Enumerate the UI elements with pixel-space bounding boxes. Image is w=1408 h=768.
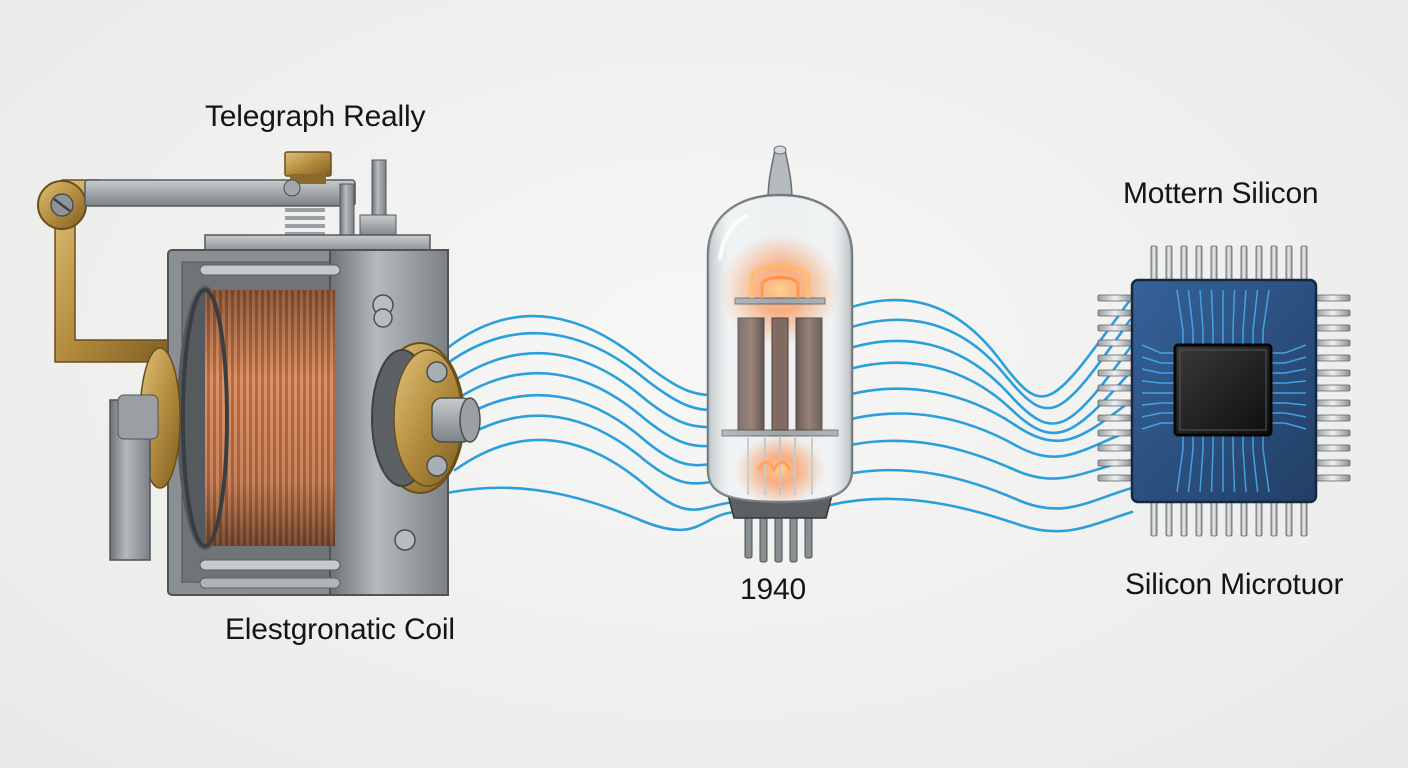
chip-trace xyxy=(1232,435,1236,493)
tube-tip xyxy=(767,149,793,201)
chip-pin xyxy=(1097,369,1133,377)
chip-pin xyxy=(1285,501,1293,537)
chip-pin xyxy=(1300,245,1308,281)
chip-title: Mottern Silicon xyxy=(1123,177,1319,210)
chip-pin xyxy=(1315,324,1351,332)
chip-pin xyxy=(1270,245,1278,281)
relay-to-tube-waves xyxy=(403,314,737,532)
chip-trace xyxy=(1252,289,1259,345)
chip-trace xyxy=(1271,344,1307,354)
chip-trace xyxy=(1210,435,1214,493)
chip-pin xyxy=(1255,245,1263,281)
chip-pin xyxy=(1315,369,1351,377)
chip-trace xyxy=(1262,435,1270,493)
chip-pin xyxy=(1097,324,1133,332)
chip-pin xyxy=(1097,414,1133,422)
chip-trace xyxy=(1176,435,1184,493)
chip-pin xyxy=(1210,501,1218,537)
chip-trace xyxy=(1271,402,1307,406)
chip-pin xyxy=(1150,245,1158,281)
chip-pin xyxy=(1315,384,1351,392)
chip-trace xyxy=(1141,344,1175,354)
tube-to-chip-waves xyxy=(828,298,1134,533)
chip-pin xyxy=(1315,354,1351,362)
chip-pin xyxy=(1240,501,1248,537)
chip-pin xyxy=(1180,245,1188,281)
chip-pin xyxy=(1165,501,1173,537)
silicon-die xyxy=(1173,343,1273,437)
chip-caption: Silicon Microtuor xyxy=(1125,568,1344,601)
chip-pin xyxy=(1097,384,1133,392)
chip-pin xyxy=(1195,501,1203,537)
chip-pin xyxy=(1195,245,1203,281)
chip-trace xyxy=(1271,380,1307,384)
chip-trace xyxy=(1271,412,1307,418)
chip-pin xyxy=(1097,444,1133,452)
chip-traces xyxy=(1141,289,1307,493)
chip-trace xyxy=(1141,380,1175,384)
tube-year-label: 1940 xyxy=(740,573,806,606)
relay-coil-label: Elestgronatic Coil xyxy=(225,613,455,646)
chip-trace xyxy=(1210,289,1214,345)
chip-pin xyxy=(1165,245,1173,281)
chip-trace xyxy=(1141,412,1175,418)
chip-pin xyxy=(1210,245,1218,281)
chip-pin xyxy=(1225,245,1233,281)
chip-trace xyxy=(1141,356,1175,364)
chip-pin xyxy=(1315,294,1351,302)
chip-pin xyxy=(1315,414,1351,422)
chip-pin xyxy=(1097,474,1133,482)
chip-trace xyxy=(1187,435,1194,493)
chip-pin xyxy=(1097,294,1133,302)
chip-pin xyxy=(1315,309,1351,317)
chip-pin xyxy=(1180,501,1188,537)
copper-coil xyxy=(177,286,335,550)
chip-trace xyxy=(1271,368,1307,374)
chip-pin xyxy=(1255,501,1263,537)
chip-pin xyxy=(1270,501,1278,537)
chip-pin xyxy=(1225,501,1233,537)
chip-pin xyxy=(1315,459,1351,467)
relay-title: Telegraph Really xyxy=(205,100,426,133)
chip-trace xyxy=(1271,422,1307,430)
chip-trace xyxy=(1141,422,1175,430)
vacuum-tube-icon xyxy=(706,145,854,563)
chip-trace xyxy=(1242,435,1247,493)
chip-trace xyxy=(1141,368,1175,374)
spring xyxy=(285,208,325,236)
chip-pin xyxy=(1315,474,1351,482)
chip-pin xyxy=(1097,399,1133,407)
chip-trace xyxy=(1252,435,1259,493)
chip-pins xyxy=(1097,245,1351,537)
chip-trace xyxy=(1199,289,1204,345)
chip-pin xyxy=(1285,245,1293,281)
chip-pin xyxy=(1150,501,1158,537)
chip-pin xyxy=(1315,339,1351,347)
chip-pin xyxy=(1315,444,1351,452)
chip-pin xyxy=(1315,399,1351,407)
chip-trace xyxy=(1271,356,1307,364)
chip-pin xyxy=(1097,459,1133,467)
signal-waves xyxy=(403,298,1134,533)
chip-trace xyxy=(1199,435,1204,493)
chip-pin xyxy=(1240,245,1248,281)
frame-screws xyxy=(372,294,416,551)
chip-pin xyxy=(1097,339,1133,347)
chip-trace xyxy=(1242,289,1247,345)
chip-trace xyxy=(1176,289,1184,345)
chip-trace xyxy=(1262,289,1270,345)
chip-pin xyxy=(1097,354,1133,362)
microchip-icon xyxy=(1097,245,1351,537)
chip-pin xyxy=(1097,309,1133,317)
chip-trace xyxy=(1141,402,1175,406)
chip-pin xyxy=(1300,501,1308,537)
chip-trace xyxy=(1187,289,1194,345)
relay-icon xyxy=(37,151,481,596)
chip-trace xyxy=(1232,289,1236,345)
chip-pin xyxy=(1315,429,1351,437)
chip-pin xyxy=(1097,429,1133,437)
